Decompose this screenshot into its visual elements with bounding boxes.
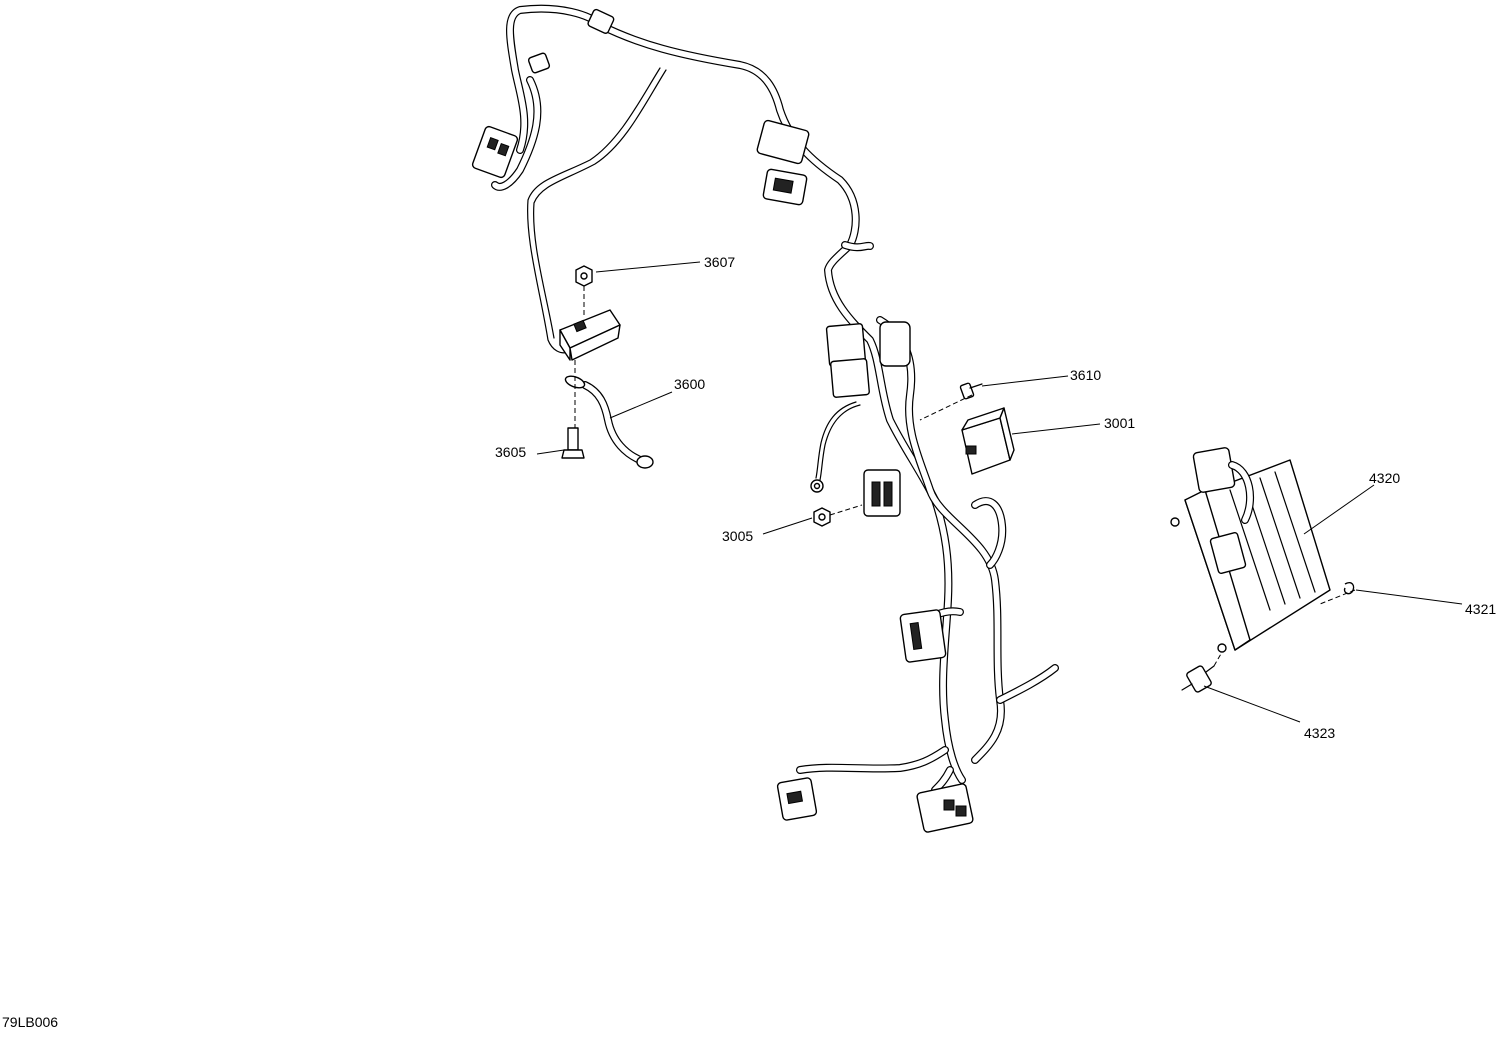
part-3600-ground-cable[interactable] bbox=[564, 374, 654, 469]
part-3605-bolt[interactable] bbox=[561, 427, 585, 459]
part-3001-module[interactable] bbox=[961, 407, 1015, 475]
connector-upper-right-pair[interactable] bbox=[756, 119, 810, 206]
connector-upper-left[interactable] bbox=[471, 125, 519, 179]
callout-3607: 3607 bbox=[704, 254, 736, 270]
callout-3605: 3605 bbox=[495, 444, 527, 460]
connector-bottom-right[interactable] bbox=[916, 783, 974, 833]
part-4321-clip[interactable] bbox=[1343, 582, 1355, 595]
ground-ring-terminal[interactable] bbox=[810, 479, 824, 493]
callout-4321: 4321 bbox=[1465, 601, 1497, 617]
callout-4320: 4320 bbox=[1369, 470, 1401, 486]
connector-center-stack[interactable] bbox=[825, 321, 911, 398]
callout-4323: 4323 bbox=[1304, 725, 1336, 741]
connector-clip-top[interactable] bbox=[527, 8, 615, 74]
part-3607-nut[interactable] bbox=[575, 265, 593, 287]
connector-bottom-left[interactable] bbox=[776, 777, 818, 821]
part-3610-screw[interactable] bbox=[959, 382, 983, 400]
assembly-lines bbox=[574, 286, 1356, 667]
callout-3001: 3001 bbox=[1104, 415, 1136, 431]
callout-3610: 3610 bbox=[1070, 367, 1102, 383]
part-3005-nut[interactable] bbox=[813, 507, 831, 527]
ground-bracket[interactable] bbox=[559, 309, 621, 361]
part-4320-ecm[interactable] bbox=[1170, 447, 1331, 653]
callout-leaders bbox=[536, 261, 1463, 723]
callout-3600: 3600 bbox=[674, 376, 706, 392]
part-4323-standoff[interactable] bbox=[1181, 665, 1215, 693]
connector-mid-left[interactable] bbox=[899, 609, 947, 663]
main-wiring-harness[interactable] bbox=[491, 4, 1059, 794]
callout-3005: 3005 bbox=[722, 528, 754, 544]
figure-id: 79LB006 bbox=[2, 1014, 59, 1030]
connector-center-lower[interactable] bbox=[863, 469, 901, 517]
